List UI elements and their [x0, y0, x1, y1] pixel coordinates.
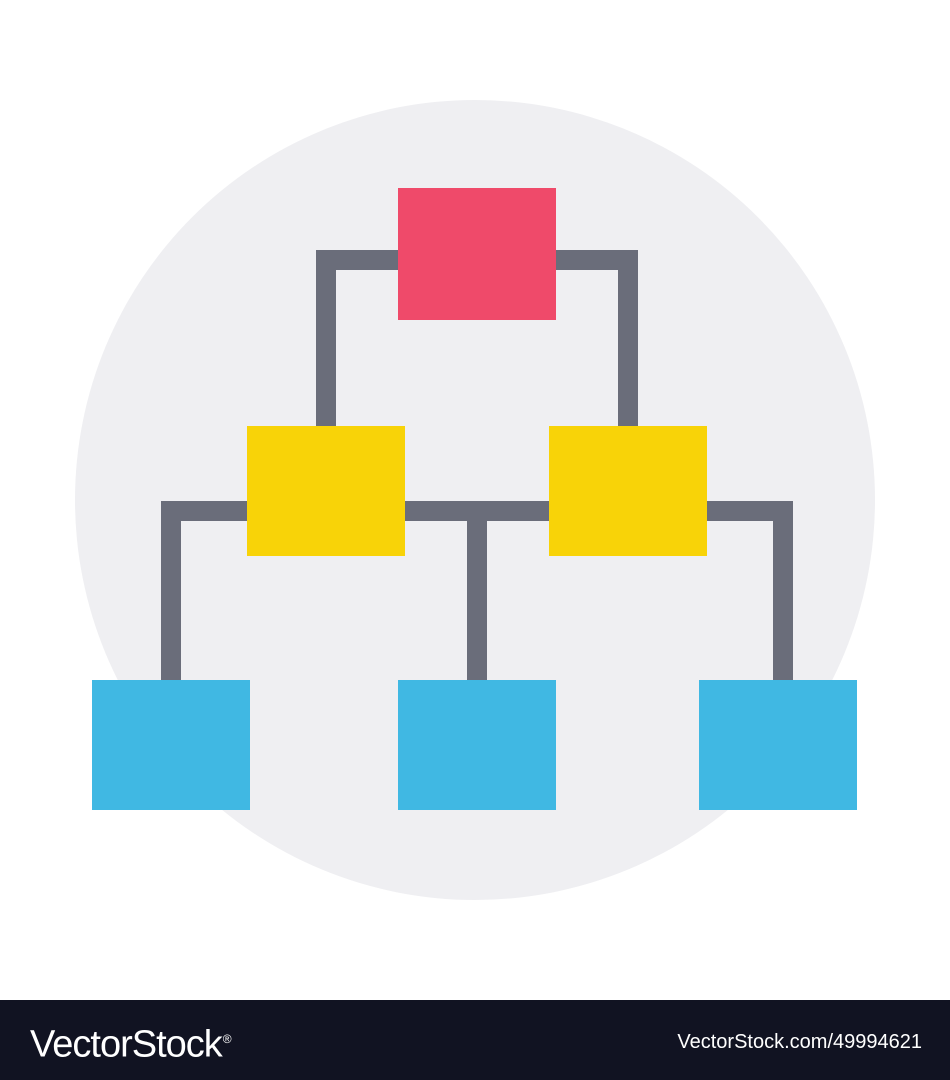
image-id-text: VectorStock.com/49994621 — [677, 1031, 922, 1053]
middle-right-node — [549, 426, 707, 556]
leaf-center-node — [398, 680, 556, 810]
leaf-left-node — [92, 680, 250, 810]
leaf-right-node — [699, 680, 857, 810]
connector-root-to-middle-right — [555, 250, 638, 426]
connector-middle-right-to-leaf-right — [707, 501, 793, 680]
brand-logo: VectorStock® — [30, 1014, 232, 1070]
connector-middle-left-to-leaf-left — [161, 501, 247, 680]
registered-mark: ® — [222, 1032, 232, 1046]
background-circle — [75, 100, 875, 900]
root-node — [398, 188, 556, 320]
hierarchy-diagram — [75, 100, 875, 900]
connector-root-to-middle-left — [316, 250, 400, 426]
watermark-footer: VectorStock® VectorStock.com/49994621 — [0, 1000, 950, 1080]
connector-lines — [161, 250, 793, 680]
brand-text: VectorStock — [30, 1023, 223, 1066]
middle-left-node — [247, 426, 405, 556]
